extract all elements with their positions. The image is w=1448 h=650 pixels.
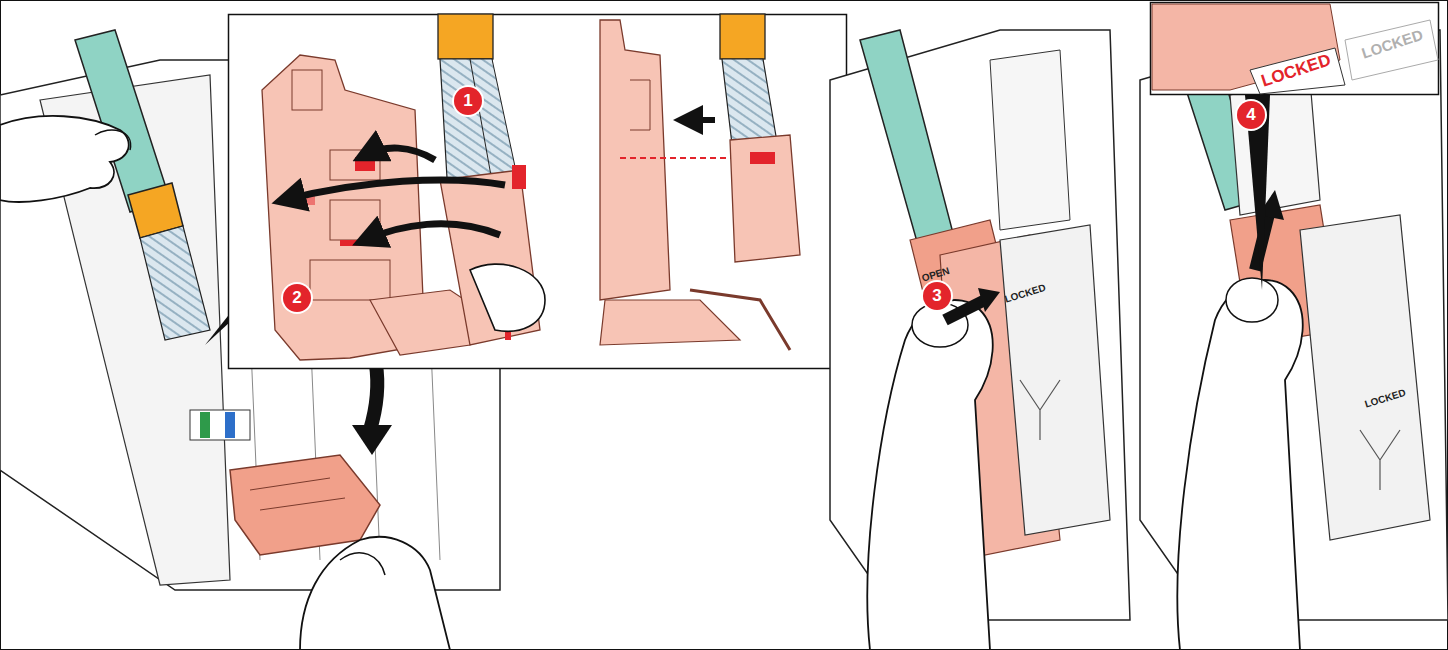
callout-number: 3: [923, 282, 951, 310]
callout-number: 2: [283, 284, 311, 312]
callout-number: 1: [454, 87, 482, 115]
callout-number: 4: [1237, 101, 1265, 129]
